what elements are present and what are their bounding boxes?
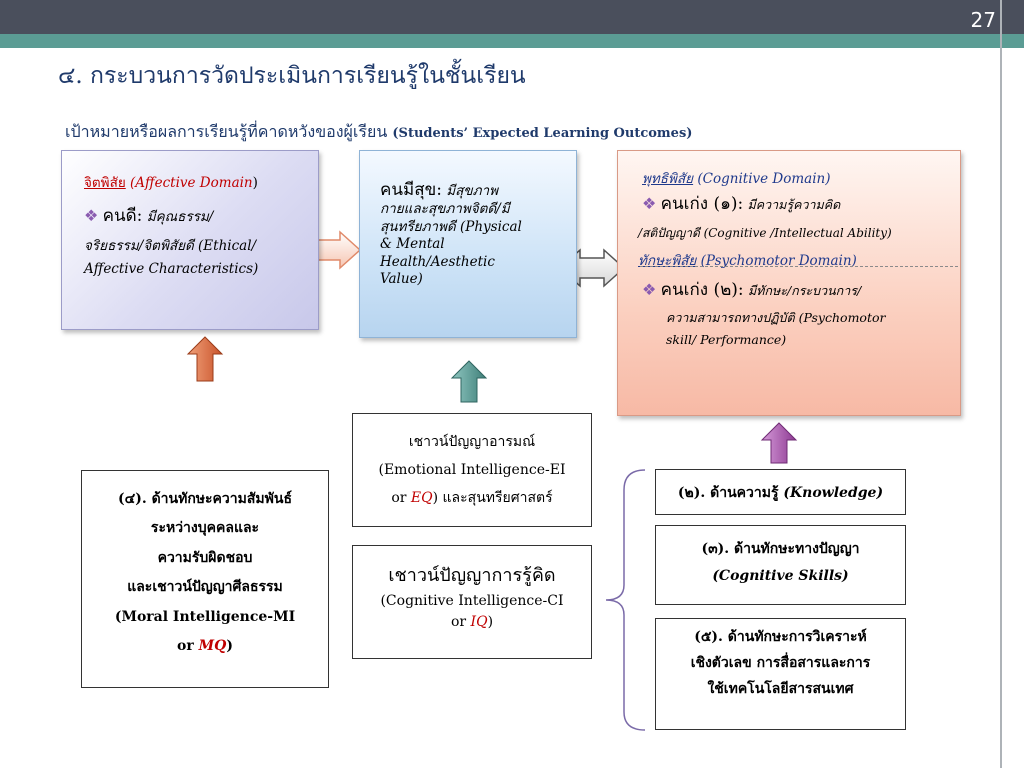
knowledge-box: (๒). ด้านความรู้ (Knowledge) <box>655 469 906 515</box>
bullet-icon: ❖ <box>84 205 99 225</box>
affective-desc-line2: จริยธรรม/จิตพิสัยดี (Ethical/ <box>84 237 257 254</box>
knowledge-thai: (๒). ด้านความรู้ <box>677 485 779 501</box>
mi-line4: และเชาวน์ปัญญาศีลธรรม <box>127 579 283 596</box>
up-arrow-purple <box>760 422 798 464</box>
bullet-icon: ❖ <box>642 279 657 299</box>
ci-line2: (Cognitive Intelligence-CI <box>380 592 564 609</box>
slide-subtitle: เป้าหมายหรือผลการเรียนรู้ที่คาดหวังของผู… <box>65 120 692 145</box>
cogskill-line2: (Cognitive Skills) <box>712 567 849 584</box>
happy-desc-thai2: กายและสุขภาพจิตดี/มี <box>380 201 510 218</box>
cognitive-desc2-en: (Psychomotor <box>798 309 886 325</box>
subtitle-thai: เป้าหมายหรือผลการเรียนรู้ที่คาดหวังของผู… <box>65 122 388 141</box>
top-header-bar <box>0 0 1024 34</box>
psychomotor-heading-thai: ทักษะพิสัย <box>638 252 697 269</box>
affective-person: คนดี: <box>102 205 143 226</box>
subtitle-english: (Students’ Expected Learning Outcomes) <box>392 126 693 141</box>
mi-line6-post: ) <box>226 637 233 654</box>
mi-line2: ระหว่างบุคคลและ <box>150 520 260 537</box>
emotional-intelligence-box: เชาวน์ปัญญาอารมณ์ (Emotional Intelligenc… <box>352 413 592 527</box>
ei-line3-pre: or <box>391 490 411 506</box>
ei-line1: เชาวน์ปัญญาอารมณ์ <box>408 434 536 450</box>
page-number: 27 <box>970 8 996 32</box>
mi-line5: (Moral Intelligence-MI <box>114 608 296 625</box>
ci-abbr: IQ <box>470 613 488 630</box>
affective-heading-thai: จิตพิสัย <box>84 175 126 191</box>
happy-person-box: คนมีสุข: มีสุขภาพ กายและสุขภาพจิตดี/มี ส… <box>359 150 577 338</box>
right-brace <box>605 469 646 731</box>
mi-abbr: MQ <box>198 637 227 654</box>
up-arrow-teal <box>450 360 488 403</box>
cognitive-skills-box: (๓). ด้านทักษะทางปัญญา (Cognitive Skills… <box>655 525 906 605</box>
psychomotor-heading-en: (Psychomotor Domain) <box>700 252 857 269</box>
cognitive-desc1-thai: มีความรู้ความคิด <box>747 196 841 212</box>
numeric-line1: (๕). ด้านทักษะการวิเคราะห์ <box>694 629 867 645</box>
ci-line3-pre: or <box>450 613 471 630</box>
happy-desc-thai1: มีสุขภาพ <box>446 183 498 199</box>
cognitive-desc1-line2: /สติปัญญาดี (Cognitive /Intellectual Abi… <box>638 225 892 240</box>
knowledge-en: (Knowledge) <box>783 485 884 501</box>
teal-accent-bar <box>0 34 1024 48</box>
slide-title: ๔. กระบวนการวัดประเมินการเรียนรู้ในชั้นเ… <box>58 63 526 89</box>
numeric-communication-box: (๕). ด้านทักษะการวิเคราะห์ เชิงตัวเลข กา… <box>655 618 906 730</box>
cognitive-desc2-line2: ความสามารถทางปฏิบัติ <box>666 309 795 325</box>
cognitive-desc2-line3: skill/ Performance) <box>666 331 787 347</box>
dashed-divider <box>640 266 958 267</box>
happy-desc-en1: (Physical <box>459 218 522 235</box>
mi-line3: ความรับผิดชอบ <box>157 549 253 566</box>
numeric-line3: ใช้เทคโนโลยีสารสนเทศ <box>707 680 854 697</box>
numeric-line2: เชิงตัวเลข การสื่อสารและการ <box>690 654 871 671</box>
happy-desc-thai3: สุนทรียภาพดี <box>380 218 456 235</box>
happy-desc-en3: Health/Aesthetic <box>380 253 495 270</box>
up-arrow-orange <box>186 336 224 382</box>
happy-desc-en2: & Mental <box>380 236 445 253</box>
cognitive-domain-box: พุทธิพิสัย (Cognitive Domain) ❖ คนเก่ง (… <box>617 150 961 416</box>
affective-desc-thai: มีคุณธรรม/ <box>146 208 214 225</box>
ci-line3-post: ) <box>487 613 494 630</box>
cognitive-person2: คนเก่ง (๒): <box>660 279 744 300</box>
ei-abbr: EQ <box>410 490 433 506</box>
cognitive-heading-thai: พุทธิพิสัย <box>642 171 694 187</box>
bullet-icon: ❖ <box>642 193 657 213</box>
happy-person: คนมีสุข: <box>380 180 442 200</box>
cogskill-line1: (๓). ด้านทักษะทางปัญญา <box>701 541 860 557</box>
affective-desc-line3: Affective Characteristics) <box>84 261 259 278</box>
cognitive-intelligence-box: เชาวน์ปัญญาการรู้คิด (Cognitive Intellig… <box>352 545 592 659</box>
affective-heading-close: ) <box>252 175 258 191</box>
cognitive-heading-en: (Cognitive Domain) <box>697 171 831 187</box>
moral-intelligence-box: (๔). ด้านทักษะความสัมพันธ์ ระหว่างบุคคลแ… <box>81 470 329 688</box>
mi-line6-pre: or <box>177 637 199 654</box>
ci-line1: เชาวน์ปัญญาการรู้คิด <box>388 565 556 586</box>
affective-heading-en: (Affective Domain <box>130 175 253 191</box>
cognitive-person1: คนเก่ง (๑): <box>660 193 744 214</box>
mi-line1: (๔). ด้านทักษะความสัมพันธ์ <box>117 491 292 507</box>
ei-line3-post: ) และสุนทรียศาสตร์ <box>432 490 553 506</box>
right-divider-line <box>1000 0 1002 768</box>
cognitive-desc2-thai: มีทักษะ/กระบวนการ/ <box>747 282 862 298</box>
happy-desc-en4: Value) <box>380 271 423 288</box>
ei-line2: (Emotional Intelligence-EI <box>378 462 566 478</box>
affective-domain-box: จิตพิสัย (Affective Domain) ❖ คนดี: มีคุ… <box>61 150 319 330</box>
